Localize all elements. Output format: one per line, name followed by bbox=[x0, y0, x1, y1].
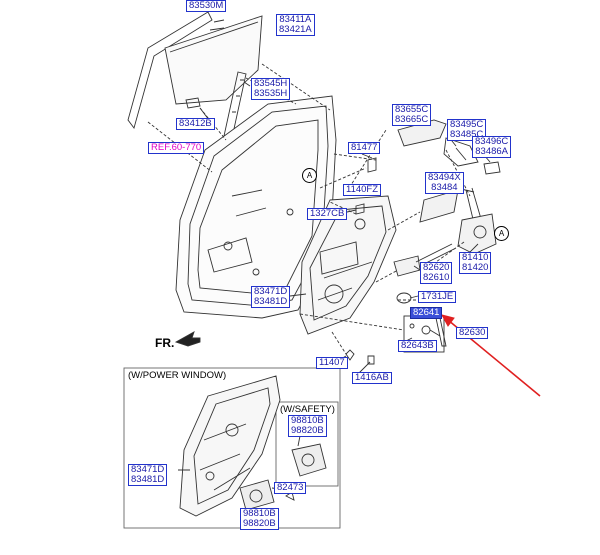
glass-run-channel bbox=[127, 11, 213, 130]
ref-label[interactable]: REF.60-770 bbox=[148, 142, 205, 154]
key-cylinder bbox=[483, 161, 501, 175]
part-label-1327CB[interactable]: 1327CB bbox=[307, 208, 348, 220]
safety-box bbox=[275, 401, 339, 487]
part-label-83412B[interactable]: 83412B bbox=[176, 118, 215, 130]
front-direction-label: FR. bbox=[155, 336, 175, 350]
safety-note: (W/SAFETY) bbox=[280, 404, 335, 415]
glass-clip bbox=[185, 97, 201, 109]
handle-base bbox=[443, 137, 479, 167]
regulator-panel bbox=[179, 375, 281, 517]
part-label-83530M[interactable]: 83530M bbox=[186, 0, 227, 12]
reference-marker-a: A bbox=[302, 168, 317, 183]
power-window-box bbox=[123, 367, 341, 529]
power-window-note: (W/POWER WINDOW) bbox=[128, 370, 227, 381]
safety-motor bbox=[291, 443, 327, 477]
door-latch bbox=[457, 213, 497, 255]
door-glass bbox=[164, 15, 263, 105]
inside-handle bbox=[419, 189, 459, 223]
reference-marker-a-latch: A bbox=[494, 226, 509, 241]
door-frame bbox=[175, 95, 337, 319]
part-label-82643B[interactable]: 82643B bbox=[398, 340, 437, 352]
front-arrow bbox=[174, 331, 201, 347]
part-label-1140FZ[interactable]: 1140FZ bbox=[343, 184, 382, 196]
part-label-1731JE[interactable]: 1731JE bbox=[418, 291, 457, 303]
window-motor bbox=[239, 479, 275, 511]
part-label-82473[interactable]: 82473 bbox=[274, 482, 307, 494]
part-label-82630[interactable]: 82630 bbox=[456, 327, 489, 339]
door-module-panel bbox=[299, 195, 397, 335]
part-label-82641[interactable]: 82641 bbox=[410, 307, 443, 319]
part-label-1416AB[interactable]: 1416AB bbox=[352, 372, 392, 384]
part-label-81477[interactable]: 81477 bbox=[348, 142, 381, 154]
part-label-11407[interactable]: 11407 bbox=[316, 357, 348, 369]
